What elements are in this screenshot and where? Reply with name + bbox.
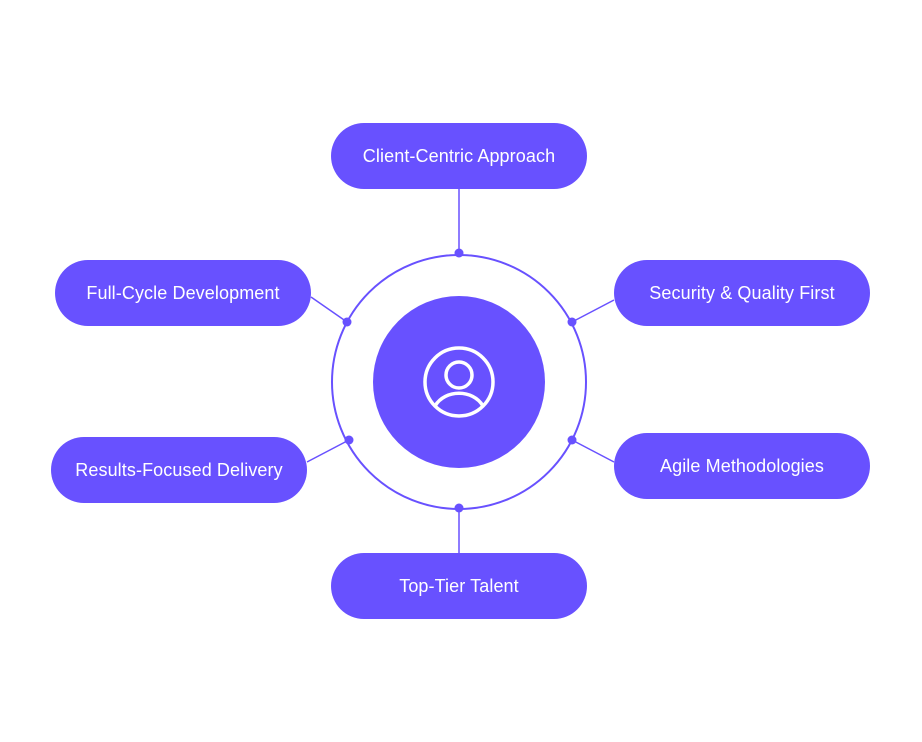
dot-right-bottom (567, 435, 577, 445)
node-results-focused-delivery: Results-Focused Delivery (51, 437, 307, 503)
node-top-tier-talent: Top-Tier Talent (331, 553, 587, 619)
dot-bottom (454, 503, 464, 513)
dot-left-bottom (344, 435, 354, 445)
dot-right-top (567, 317, 577, 327)
node-full-cycle-development: Full-Cycle Development (55, 260, 311, 326)
connector-left-bottom (306, 439, 350, 463)
center-hub (373, 296, 545, 468)
connector-left-top (310, 296, 348, 323)
node-security-quality-first: Security & Quality First (614, 260, 870, 326)
connector-right-top (571, 299, 615, 323)
user-circle-icon (423, 346, 495, 418)
node-agile-methodologies: Agile Methodologies (614, 433, 870, 499)
connector-right-bottom (571, 439, 615, 463)
node-client-centric-approach: Client-Centric Approach (331, 123, 587, 189)
dot-top (454, 248, 464, 258)
dot-left-top (342, 317, 352, 327)
